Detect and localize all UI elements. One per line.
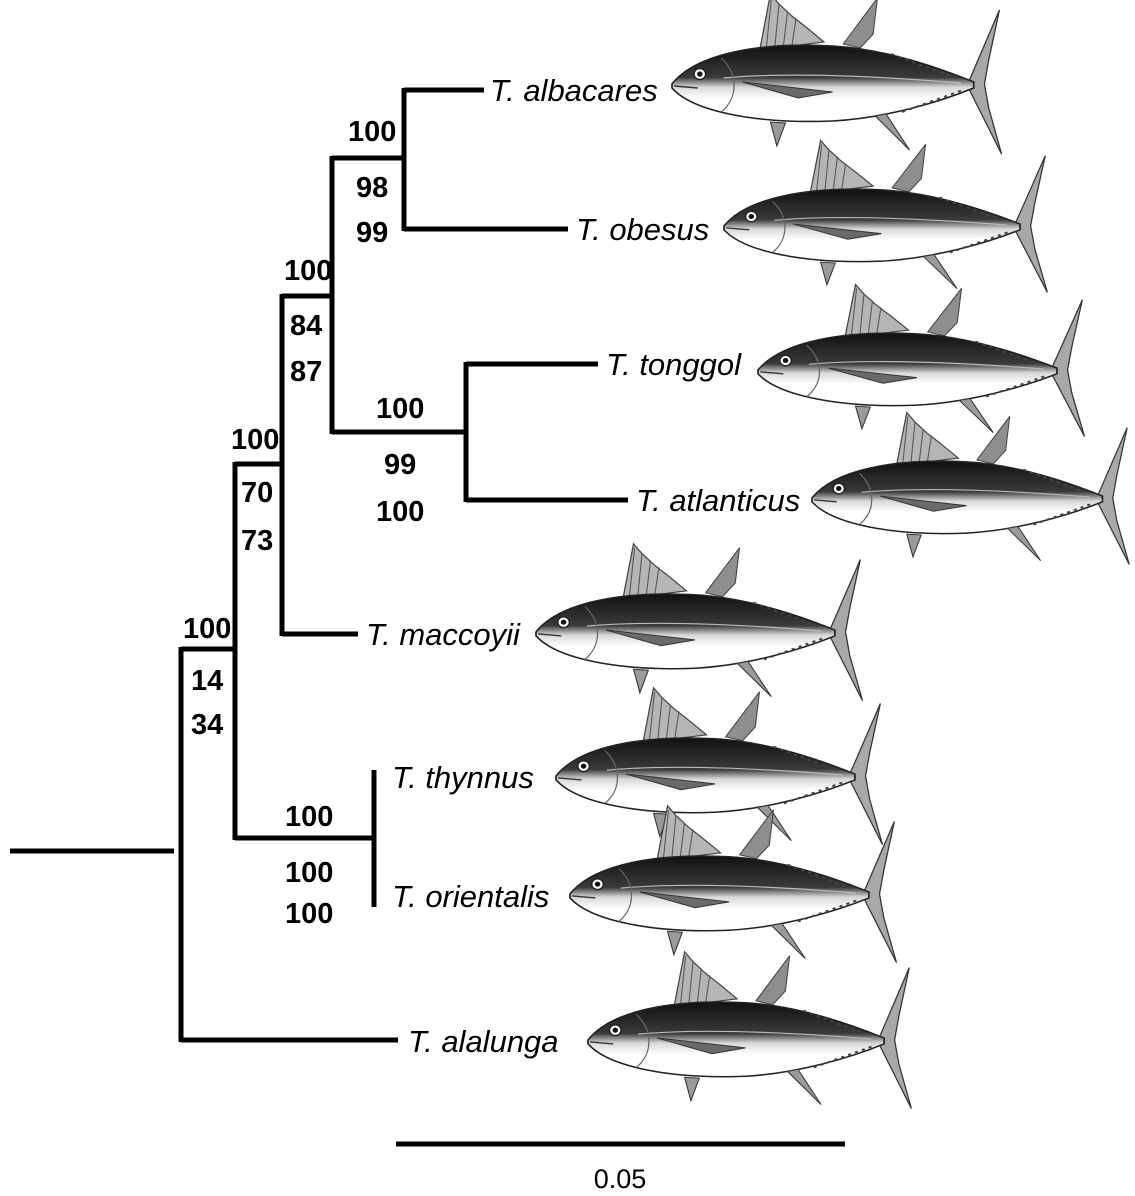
support-value: 100: [376, 496, 424, 528]
fish-illustration-alalunga: [588, 952, 911, 1109]
support-value: 87: [290, 356, 322, 388]
support-value: 100: [348, 116, 396, 148]
fish-illustration-thynnus: [556, 688, 882, 845]
tip-label-obesus: T. obesus: [576, 212, 709, 247]
tip-label-thynnus: T. thynnus: [392, 760, 534, 795]
fish-illustration-albacares: [672, 0, 1002, 154]
tip-label-alalunga: T. alalunga: [408, 1024, 559, 1059]
support-value: 100: [231, 424, 279, 456]
fish-illustration-obesus: [724, 141, 1047, 293]
support-value: 84: [290, 310, 322, 342]
support-value: 100: [284, 255, 332, 287]
support-with-thynnus-orientalis: 100 14 34: [183, 613, 231, 741]
tip-label-orientalis: T. orientalis: [392, 879, 549, 914]
fish-illustration-tonggol: [758, 285, 1084, 437]
support-thynnus-orientalis: 100 100 100: [285, 801, 333, 930]
tip-label-albacares: T. albacares: [490, 73, 658, 108]
scale-bar-label: 0.05: [594, 1164, 647, 1194]
support-value: 100: [376, 393, 424, 425]
support-value: 73: [241, 525, 273, 557]
support-value: 100: [285, 857, 333, 889]
support-value: 100: [285, 898, 333, 930]
support-with-maccoyii: 100 70 73: [231, 424, 279, 557]
support-value: 100: [183, 613, 231, 645]
tip-label-tonggol: T. tonggol: [606, 347, 742, 382]
support-value: 99: [356, 217, 388, 249]
support-value: 70: [241, 477, 273, 509]
support-tonggol-atlanticus: 100 99 100: [376, 393, 424, 528]
support-value: 100: [285, 801, 333, 833]
support-value: 14: [191, 665, 223, 697]
fish-illustration-maccoyii: [536, 544, 862, 701]
tip-label-atlanticus: T. atlanticus: [636, 483, 800, 518]
support-albacares-obesus: 100 98 99: [348, 116, 396, 249]
support-value: 34: [191, 709, 223, 741]
support-value: 99: [384, 449, 416, 481]
support-tropical-clade: 100 84 87: [284, 255, 332, 388]
fish-illustration-orientalis: [570, 806, 896, 963]
support-value: 98: [356, 172, 388, 204]
fish-illustration-atlanticus: [812, 413, 1129, 565]
tip-label-maccoyii: T. maccoyii: [366, 617, 521, 652]
